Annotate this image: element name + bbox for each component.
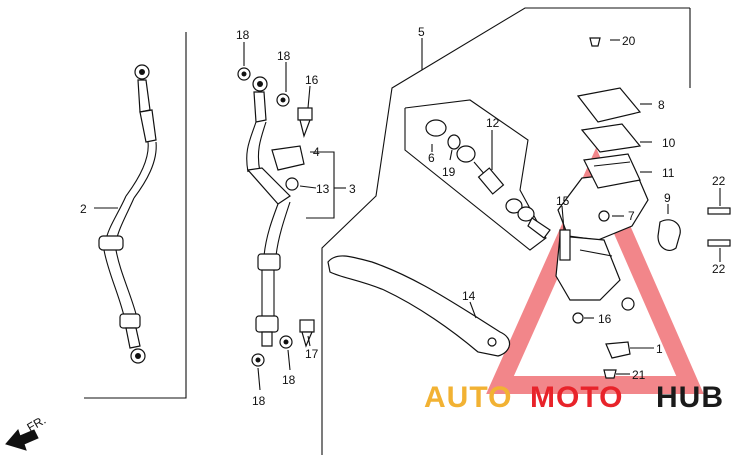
callout-22-top: 22 bbox=[712, 174, 726, 188]
callout-3: 3 bbox=[349, 182, 356, 196]
callout-16-bottom: 17 bbox=[305, 347, 319, 361]
piston-kit bbox=[425, 119, 551, 239]
callout-6: 6 bbox=[428, 151, 435, 165]
callout-8: 8 bbox=[658, 98, 665, 112]
watermark-hub: HUB bbox=[656, 381, 724, 414]
callout-13: 13 bbox=[316, 182, 330, 196]
hose-fasteners bbox=[237, 67, 315, 367]
watermark-triangle bbox=[486, 147, 704, 394]
callout-19: 19 bbox=[442, 165, 456, 179]
callout-7: 7 bbox=[628, 209, 635, 223]
callout-18-bottom-left: 18 bbox=[252, 394, 266, 408]
brake-hose-left bbox=[98, 64, 157, 364]
callout-16-top: 16 bbox=[305, 73, 319, 87]
watermark-text: AUTO MOTO HUB bbox=[424, 381, 724, 414]
brake-hose-middle bbox=[246, 76, 291, 347]
callout-18-top-left: 18 bbox=[236, 28, 250, 42]
callout-18-top-right: 18 bbox=[277, 49, 291, 63]
watermark-auto: AUTO bbox=[424, 381, 512, 414]
small-parts bbox=[572, 37, 731, 379]
reservoir-cap-set bbox=[576, 87, 642, 189]
callout-5: 5 bbox=[418, 25, 425, 39]
callout-11: 11 bbox=[662, 166, 675, 180]
callout-12: 12 bbox=[486, 116, 500, 130]
callout-2: 2 bbox=[80, 202, 87, 216]
callout-labels: 2 18 18 16 4 13 3 5 12 6 19 20 8 10 11 1… bbox=[25, 25, 726, 435]
leader-lines bbox=[94, 38, 721, 391]
callout-20: 20 bbox=[622, 34, 636, 48]
callout-14: 14 bbox=[462, 289, 476, 303]
callout-9: 9 bbox=[664, 191, 671, 205]
front-direction-arrow bbox=[5, 429, 39, 451]
master-cylinder-body bbox=[555, 171, 649, 311]
callout-1: 1 bbox=[656, 342, 663, 356]
callout-4: 4 bbox=[313, 145, 320, 159]
callout-10: 10 bbox=[662, 136, 676, 150]
front-direction-label: FR. bbox=[25, 413, 49, 435]
callout-22-bottom: 22 bbox=[712, 262, 726, 276]
brake-lever bbox=[327, 255, 511, 357]
callout-15: 15 bbox=[556, 194, 570, 208]
callout-18-bottom-right: 18 bbox=[282, 373, 296, 387]
callout-21: 21 bbox=[632, 368, 646, 382]
watermark-moto: MOTO bbox=[530, 381, 623, 414]
callout-17: 16 bbox=[598, 312, 612, 326]
